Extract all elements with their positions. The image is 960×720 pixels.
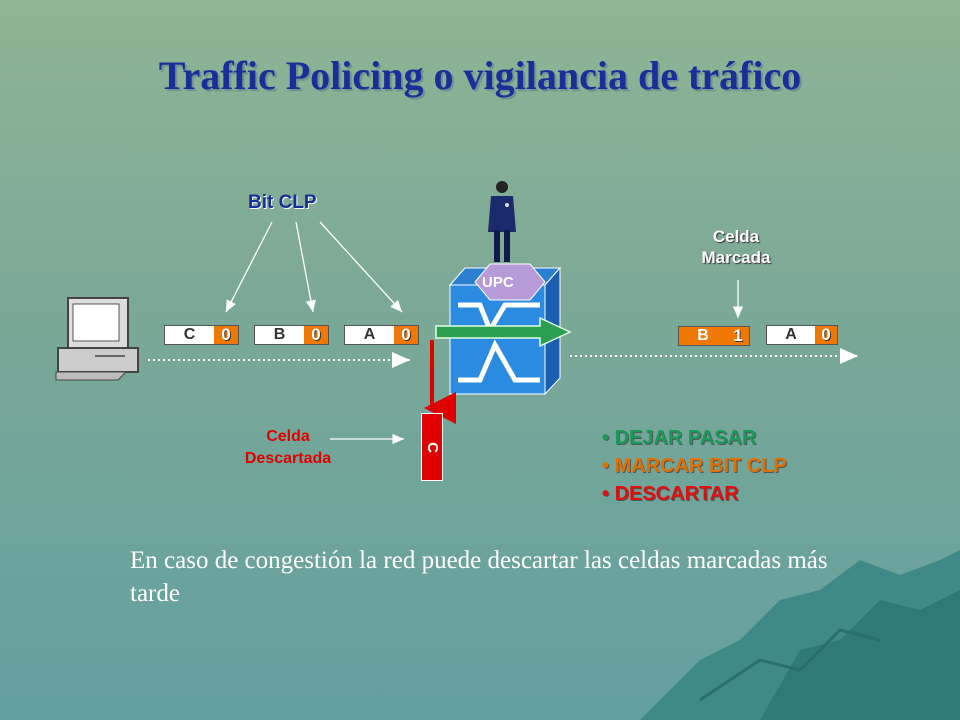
- marked-label-line2: Marcada: [701, 248, 771, 267]
- incoming-cell-a: A 0: [344, 325, 419, 345]
- cell-letter: A: [767, 326, 815, 344]
- cell-bit: 0: [815, 325, 837, 344]
- discarded-label-line1: Celda: [266, 428, 310, 445]
- outgoing-cell-a: A 0: [766, 325, 838, 345]
- action-item-pass: • DEJAR PASAR: [602, 427, 757, 449]
- cell-letter: B: [679, 327, 727, 345]
- action-item-mark: • MARCAR BIT CLP: [602, 455, 787, 477]
- cell-bit: 0: [304, 325, 328, 344]
- discarded-cell-label: Celda Descartada: [226, 426, 350, 470]
- cell-bit: 0: [214, 325, 238, 344]
- incoming-cell-c: C 0: [164, 325, 239, 345]
- cell-letter: C: [165, 326, 214, 344]
- outgoing-cell-b-marked: B 1: [678, 326, 750, 346]
- page-title: Traffic Policing o vigilancia de tráfico: [158, 53, 802, 98]
- marked-cell-label: Celda Marcada: [676, 226, 796, 268]
- cell-letter: A: [345, 326, 394, 344]
- incoming-cell-b: B 0: [254, 325, 329, 345]
- marked-label-line1: Celda: [712, 227, 760, 246]
- pass-arrow: [435, 316, 572, 348]
- dropped-cell: C: [421, 413, 443, 481]
- bit-clp-label: Bit CLP: [248, 192, 317, 213]
- dropped-cell-letter: C: [423, 441, 441, 453]
- action-list: • DEJAR PASAR • MARCAR BIT CLP • DESCART…: [602, 424, 787, 508]
- cell-letter: B: [255, 326, 304, 344]
- upc-badge: [474, 263, 546, 301]
- upc-label: UPC: [482, 274, 514, 291]
- cell-bit: 1: [727, 326, 749, 345]
- discarded-label-line2: Descartada: [244, 450, 332, 467]
- switch-icon: [448, 266, 562, 396]
- policeman-icon: [488, 181, 516, 262]
- computer-icon: [55, 297, 139, 381]
- footer-text: En caso de congestión la red puede desca…: [130, 547, 828, 607]
- action-item-discard: • DESCARTAR: [602, 483, 739, 505]
- cell-bit: 0: [394, 325, 418, 344]
